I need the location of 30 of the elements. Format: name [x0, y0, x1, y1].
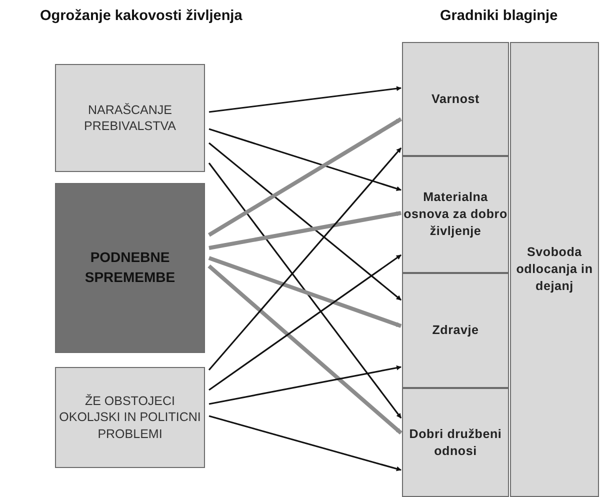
box-text: Varnost — [432, 90, 480, 108]
wellbeing-box — [402, 388, 509, 497]
arrow — [208, 86, 402, 113]
arrow — [208, 142, 402, 301]
box-text: PODNEBNE SPREMEMBE — [84, 248, 176, 287]
threat-box — [55, 64, 205, 172]
box-text: ŽE OBSTOJECI OKOLJSKI IN POLITICNI PROBLEMI — [58, 393, 202, 442]
wellbeing-box — [402, 156, 509, 273]
arrow — [208, 128, 402, 192]
arrow — [208, 264, 402, 434]
box-text: NARAŠCANJE PREBIVALSTVA — [83, 102, 177, 134]
arrow — [208, 147, 402, 371]
box-text: Materialna osnova za dobro življenje — [403, 189, 508, 240]
arrow — [208, 211, 402, 250]
arrow — [208, 365, 402, 405]
wellbeing-box — [402, 42, 509, 156]
arrow — [208, 256, 402, 328]
wellbeing-box — [510, 42, 599, 497]
box-text: Svoboda odlocanja in dejanj — [515, 244, 594, 295]
heading: Gradniki blaginje — [440, 8, 558, 24]
box-text: Zdravje — [432, 322, 479, 339]
arrow — [208, 162, 402, 418]
arrow — [208, 415, 402, 472]
arrow — [208, 254, 402, 391]
threat-box — [55, 183, 205, 353]
threat-box — [55, 367, 205, 468]
box-text: Dobri družbeni odnosi — [408, 426, 503, 460]
wellbeing-box — [402, 273, 509, 388]
heading: Ogrožanje kakovosti življenja — [40, 8, 242, 24]
arrow — [208, 117, 402, 237]
